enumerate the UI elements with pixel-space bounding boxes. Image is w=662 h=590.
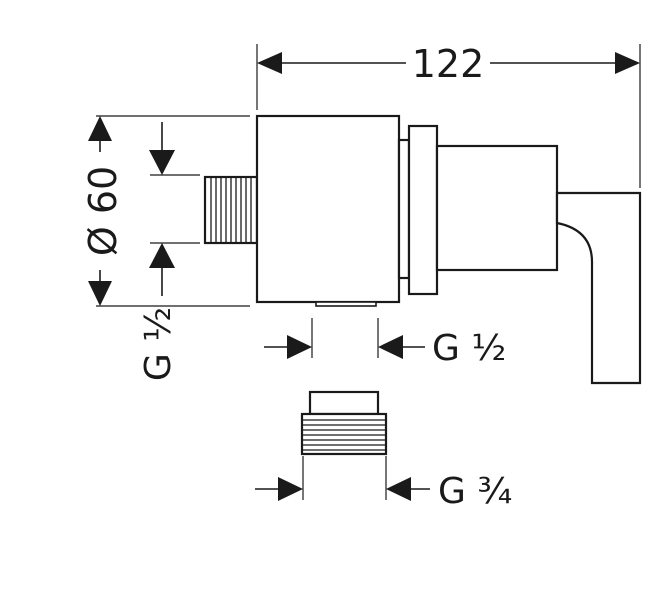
main-body bbox=[255, 114, 401, 304]
lever-handle bbox=[555, 191, 642, 385]
overall-length-label: 122 bbox=[412, 42, 485, 86]
adapter-threaded-section bbox=[300, 412, 388, 456]
adapter-arrow-left bbox=[278, 477, 303, 501]
dimension-marks bbox=[88, 52, 640, 501]
length-arrow-left bbox=[257, 52, 282, 74]
inlet-arrow-bottom bbox=[149, 243, 175, 268]
outlet-stub bbox=[315, 301, 377, 307]
inlet-thread-lines bbox=[210, 177, 252, 243]
inlet-arrow-top bbox=[149, 150, 175, 175]
extension-lines bbox=[96, 44, 641, 500]
diameter-arrow-top bbox=[88, 116, 112, 141]
length-arrow-right bbox=[615, 52, 640, 74]
adapter-collar bbox=[308, 390, 380, 416]
outlet-thread-label: G ½ bbox=[432, 328, 506, 369]
rosette-ring bbox=[397, 138, 411, 280]
adapter-fitting bbox=[300, 390, 388, 456]
outlet-arrow-right bbox=[378, 335, 403, 359]
flange bbox=[407, 124, 439, 296]
adapter-thread-lines bbox=[302, 419, 386, 451]
diameter-arrow-bottom bbox=[88, 281, 112, 306]
cartridge-housing bbox=[435, 144, 559, 272]
adapter-arrow-right bbox=[386, 477, 411, 501]
inlet-thread-label: G ½ bbox=[138, 307, 179, 381]
diameter-label: Ø 60 bbox=[81, 166, 125, 256]
outlet-arrow-left bbox=[287, 335, 312, 359]
adapter-thread-label: G ¾ bbox=[438, 471, 512, 512]
valve-body-drawing bbox=[203, 114, 642, 385]
